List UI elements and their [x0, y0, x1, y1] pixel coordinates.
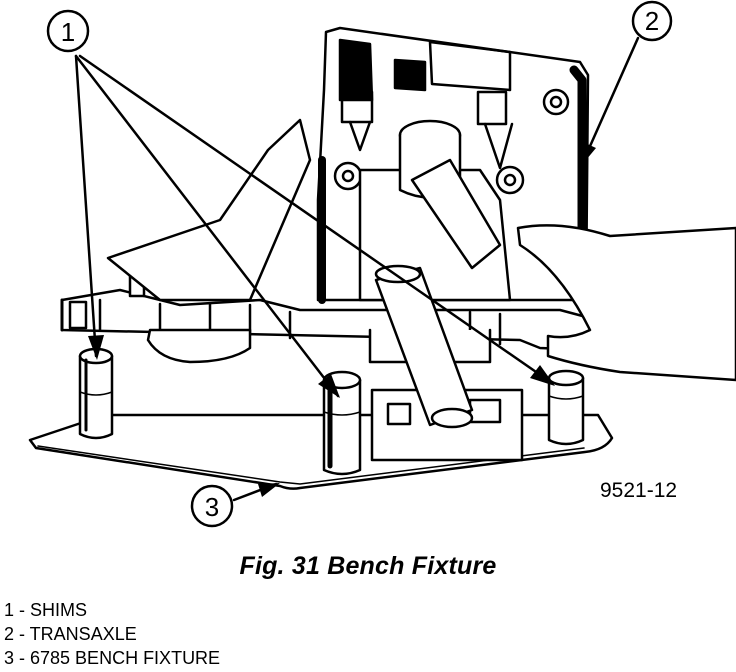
legend-number: 3: [4, 648, 15, 668]
callout-2-label: 2: [645, 6, 659, 36]
shim-right: [547, 369, 585, 446]
shim-center: [322, 370, 362, 476]
legend: 1 - SHIMS 2 - TRANSAXLE 3 - 6785 BENCH F…: [4, 598, 220, 670]
leader-lines: [74, 36, 640, 502]
figure-code: 9521-12: [600, 479, 677, 502]
legend-item-bench-fixture: 3 - 6785 BENCH FIXTURE: [4, 646, 220, 670]
legend-text: - SHIMS: [14, 600, 88, 620]
callout-1: 1: [46, 9, 90, 53]
callout-2: 2: [631, 0, 673, 42]
legend-item-shims: 1 - SHIMS: [4, 598, 220, 622]
callout-3: 3: [190, 484, 234, 528]
shim-left: [78, 347, 114, 440]
bench-fixture-plate: [28, 413, 614, 490]
arrowheads: [88, 142, 596, 497]
callout-1-label: 1: [61, 17, 75, 47]
bench-fixture-illustration: 1 2 3 9521-12: [28, 0, 736, 528]
shaft: [374, 158, 502, 429]
legend-text: - TRANSAXLE: [14, 624, 137, 644]
legend-text: - 6785 BENCH FIXTURE: [14, 648, 221, 668]
legend-number: 2: [4, 624, 15, 644]
hands: [106, 118, 736, 382]
legend-number: 1: [4, 600, 15, 620]
figure-caption: Fig. 31 Bench Fixture: [239, 552, 497, 580]
callout-3-label: 3: [205, 492, 219, 522]
legend-item-transaxle: 2 - TRANSAXLE: [4, 622, 220, 646]
